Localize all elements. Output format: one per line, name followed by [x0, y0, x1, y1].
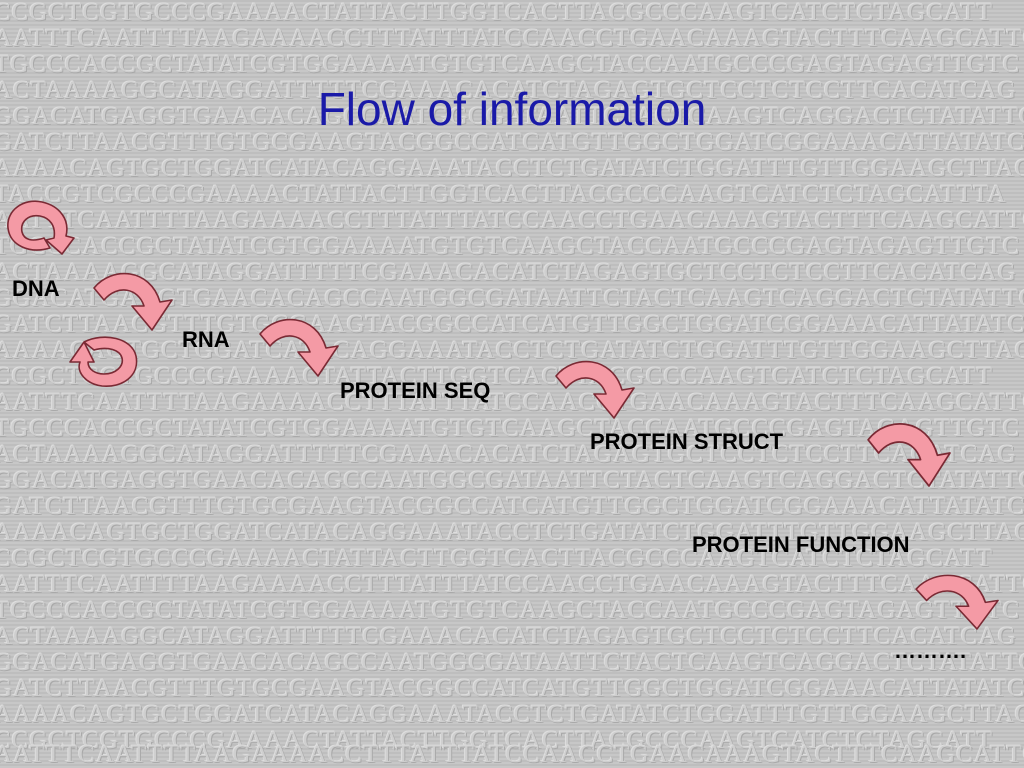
step-label-ellipsis: ………. — [894, 638, 967, 663]
sequence-line: AAAACAGTGCTGGATCATACAGGAAATACCTCTGATATCT… — [0, 338, 1024, 364]
slide-title: Flow of information — [317, 83, 707, 135]
sequence-line: GATCTTAACGTTTGTGCGAAGTACGGCCATCATGTTGGCT… — [0, 130, 1024, 156]
sequence-line: AATTTCAATTTTAAGAAAACCTTTATTTATCCAACCTGAA… — [0, 390, 1024, 416]
cycle-arrow-icon — [69, 336, 138, 387]
sequence-line: AAAACAGTGCTGGATCATACAGGAAATACCTCTGATATCT… — [0, 156, 1024, 182]
step-label-protein-seq: PROTEIN SEQ — [340, 378, 491, 403]
sequence-line: AATTTCAATTTTAAGAAAACCTTTATTTATCCAACCTGAA… — [0, 742, 1024, 768]
step-label-protein-struct: PROTEIN STRUCT — [590, 429, 784, 454]
sequence-line: TGCCCACCGCTATATCGTGGAAAATGTGTCAAGCTACCAA… — [0, 234, 1021, 260]
sequence-line: CCGCTCGTGCCCGAAAACTATTACTTGGTCACTTACGCCC… — [0, 728, 994, 754]
sequence-line: TACCGTCGCCCGAAAACTATTACTTGGTCACTTACGCCCA… — [0, 182, 1007, 208]
curved-arrow-icon — [867, 423, 951, 487]
curved-arrow-icon — [259, 318, 339, 377]
sequence-line: CCGCTCGTGCCCGAAAACTATTACTTGGTCACTTACGCCC… — [0, 364, 994, 390]
sequence-line: AAAACAGTGCTGGATCATACAGGAAATACCTCTGATATCT… — [0, 702, 1024, 728]
curved-arrow-icon — [555, 360, 635, 419]
sequence-line: ACTAAAAGGCATAGGATTTTTCGAAACACATCTAGAGTGC… — [0, 78, 1017, 104]
sequence-line: ACTAAAAGGCATAGGATTTTTCGAAACACATCTAGAGTGC… — [0, 442, 1017, 468]
sequence-line: GATCTTAACGTTTGTGCGAAGTACGGCCATCATGTTGGCT… — [0, 676, 1024, 702]
sequence-line: AATTTCAATTTTAAGAAAACCTTTATTTATCCAACCTGAA… — [0, 572, 1024, 598]
sequence-line: AAAACAGTGCTGGATCATACAGGAAATACCTCTGATATCT… — [0, 520, 1024, 546]
sequence-line: AATTTCAATTTTAAGAAAACCTTTATTTATCCAACCTGAA… — [0, 208, 1024, 234]
step-label-rna: RNA — [182, 327, 230, 352]
step-label-dna: DNA — [12, 276, 60, 301]
sequence-line: GGACATGAGGTGAACACAGCCAATGGCGATAATTCTACTC… — [0, 286, 1024, 312]
sequence-line: ACTAAAAGGCATAGGATTTTTCGAAACACATCTAGAGTGC… — [0, 624, 1017, 650]
sequence-line: GGACATGAGGTGAACACAGCCAATGGCGATAATTCTACTC… — [0, 104, 1024, 130]
sequence-line: TGCCCACCGCTATATCGTGGAAAATGTGTCAAGCTACCAA… — [0, 416, 1021, 442]
sequence-line: GATCTTAACGTTTGTGCGAAGTACGGCCATCATGTTGGCT… — [0, 312, 1024, 338]
curved-arrow-icon — [915, 574, 999, 630]
sequence-line: GATCTTAACGTTTGTGCGAAGTACGGCCATCATGTTGGCT… — [0, 494, 1024, 520]
sequence-line: TGCCCACCGCTATATCGTGGAAAATGTGTCAAGCTACCAA… — [0, 598, 1021, 624]
sequence-line: CCGCTCGTGCCCGAAAACTATTACTTGGTCACTTACGCCC… — [0, 0, 994, 26]
sequence-line: TGCCCACCGCTATATCGTGGAAAATGTGTCAAGCTACCAA… — [0, 52, 1021, 78]
sequence-line: GGACATGAGGTGAACACAGCCAATGGCGATAATTCTACTC… — [0, 468, 1024, 494]
cycle-arrow-icon — [7, 200, 75, 255]
sequence-line: AATTTCAATTTTAAGAAAACCTTTATTTATCCAACCTGAA… — [0, 26, 1024, 52]
curved-arrow-icon — [93, 272, 173, 331]
sequence-line: ACTAAAAGGCATAGGATTTTTCGAAACACATCTAGAGTGC… — [0, 260, 1017, 286]
sequence-line: GGACATGAGGTGAACACAGCCAATGGCGATAATTCTACTC… — [0, 650, 1024, 676]
sequence-line: CCGCTCGTGCCCGAAAACTATTACTTGGTCACTTACGCCC… — [0, 546, 994, 572]
step-label-protein-function: PROTEIN FUNCTION — [692, 532, 910, 557]
